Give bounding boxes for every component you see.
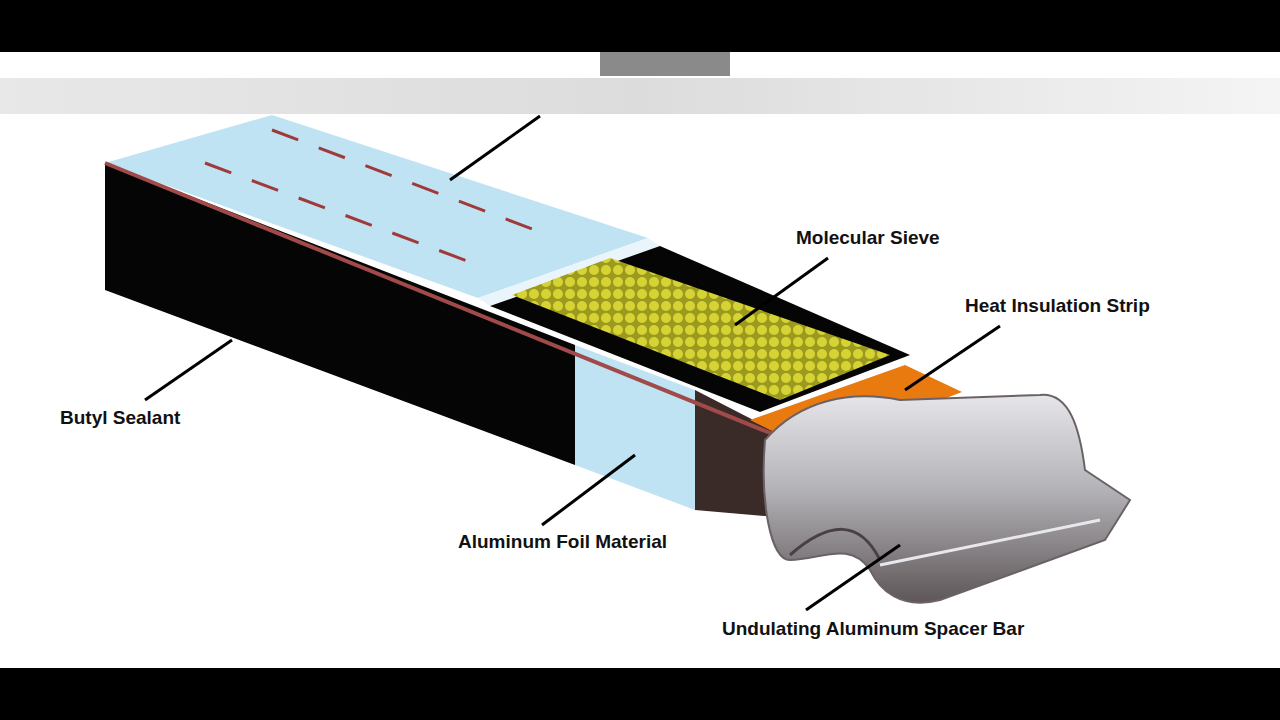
part-label: Undulating Aluminum Spacer Bar [722, 618, 1024, 641]
spacer-bar [764, 395, 1130, 603]
edge-line [105, 163, 812, 450]
leader-lines [145, 116, 1000, 610]
blurred-band [0, 78, 1280, 114]
spacer-highlight [880, 520, 1100, 565]
part-label: Heat Insulation Strip [965, 295, 1150, 318]
spacer-fold [790, 529, 880, 560]
dashed-line [205, 163, 470, 262]
part-label: Aluminum Foil Material [458, 531, 667, 554]
part-label: Butyl Sealant [60, 407, 180, 430]
letterbox-bar [0, 668, 1280, 720]
molecular-sieve [512, 258, 890, 400]
part-label: Molecular Sieve [796, 227, 940, 250]
letterbox-bar [0, 0, 1280, 52]
blurred-object [600, 52, 730, 76]
